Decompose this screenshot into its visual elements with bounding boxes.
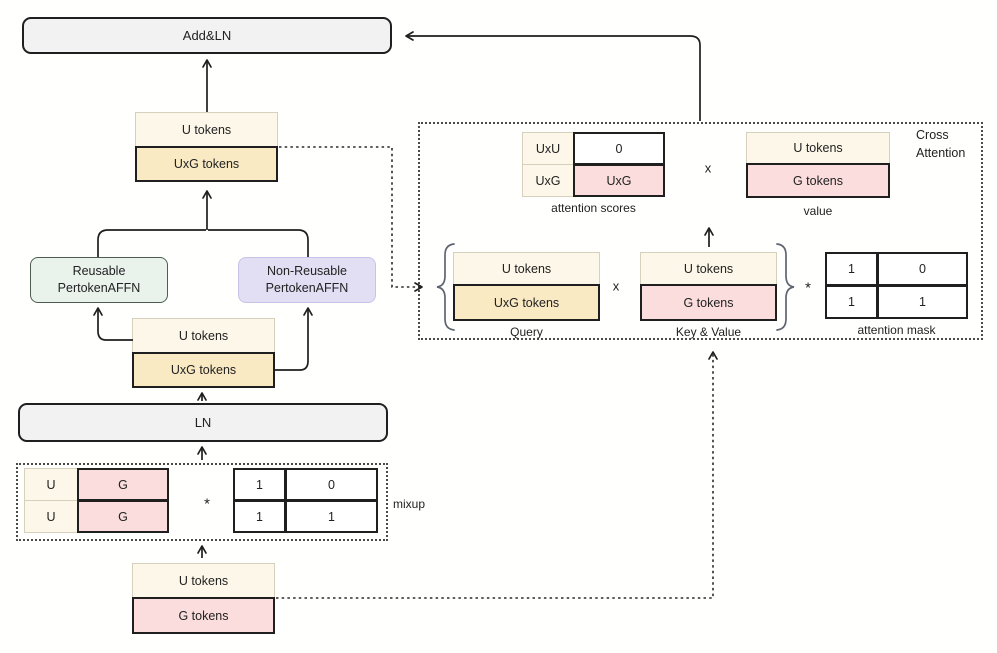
attention-scores-matrix: UxU 0 UxG UxG xyxy=(522,132,665,197)
matrix-cell: G xyxy=(77,468,169,501)
token-stack-bottom: U tokens G tokens xyxy=(132,563,275,634)
mixup-token-matrix: U G U G xyxy=(24,468,169,533)
matrix-cell: 0 xyxy=(285,468,378,501)
token-row-g: G tokens xyxy=(640,284,777,321)
token-row-g: G tokens xyxy=(746,163,890,198)
query-label: Query xyxy=(510,325,543,339)
key-value-label: Key & Value xyxy=(675,325,742,339)
ln-label: LN xyxy=(194,415,212,430)
mask-multiply-operator: * xyxy=(805,279,811,297)
token-row-label: U tokens xyxy=(178,328,229,343)
matrix-cell: 1 xyxy=(233,500,286,533)
token-stack-mid: U tokens UxG tokens xyxy=(132,318,275,388)
non-reusable-affn-block: Non-Reusable PertokenAFFN xyxy=(238,257,376,303)
add-ln-block: Add&LN xyxy=(22,17,392,54)
query-stack: U tokens UxG tokens xyxy=(453,252,600,321)
token-row-u: U tokens xyxy=(746,132,890,164)
token-row-u: U tokens xyxy=(453,252,600,285)
token-row-u: U tokens xyxy=(132,563,275,598)
cross-attention-title: Cross Attention xyxy=(916,128,966,161)
attention-mask-matrix: 1 0 1 1 xyxy=(825,252,968,319)
matrix-cell: 1 xyxy=(285,500,378,533)
matrix-cell: UxG xyxy=(573,164,665,197)
key-value-stack: U tokens G tokens xyxy=(640,252,777,321)
token-row-g: G tokens xyxy=(132,597,275,634)
arrow-stackmid-to-nonreusable xyxy=(274,307,313,371)
matmul-x-operator-top: x xyxy=(704,160,712,176)
token-stack-top: U tokens UxG tokens xyxy=(135,112,278,182)
affn-line1: Reusable xyxy=(72,263,126,278)
value-stack: U tokens G tokens xyxy=(746,132,890,198)
token-row-u: U tokens xyxy=(640,252,777,285)
token-row-u: U tokens xyxy=(135,112,278,147)
matrix-cell: 0 xyxy=(573,132,665,165)
matrix-cell: 0 xyxy=(877,252,968,286)
matrix-cell: G xyxy=(77,500,169,533)
matrix-cell: U xyxy=(24,468,78,501)
ln-block: LN xyxy=(18,403,388,442)
matrix-cell: UxU xyxy=(522,132,574,165)
matmul-x-operator-bottom: x xyxy=(612,278,620,294)
matrix-cell: 1 xyxy=(825,285,878,319)
token-row-label: G tokens xyxy=(178,608,229,623)
affn-line2: PertokenAFFN xyxy=(265,281,349,295)
matrix-cell: UxG xyxy=(522,164,574,197)
connector-reusable-up xyxy=(97,229,206,257)
matrix-cell: 1 xyxy=(877,285,968,319)
affn-line1: Non-Reusable xyxy=(267,263,347,278)
token-row-uxg: UxG tokens xyxy=(453,284,600,321)
mixup-mask-matrix: 1 0 1 1 xyxy=(233,468,378,533)
token-row-uxg: UxG tokens xyxy=(132,352,275,388)
token-row-label: U tokens xyxy=(181,122,232,137)
token-row-label: UxG tokens xyxy=(170,363,237,377)
matrix-cell: 1 xyxy=(233,468,286,501)
matrix-cell: U xyxy=(24,500,78,533)
arrow-stackmid-to-reusable xyxy=(93,307,133,341)
attention-scores-label: attention scores xyxy=(551,201,636,215)
connector-nonreusable-up xyxy=(208,229,309,257)
token-row-label: UxG tokens xyxy=(173,157,240,171)
reusable-affn-block: Reusable PertokenAFFN xyxy=(30,257,168,303)
mixup-label: mixup xyxy=(393,497,426,511)
arrow-crossattn-to-addln xyxy=(405,31,701,121)
mixup-multiply-operator: * xyxy=(204,495,210,513)
value-label: value xyxy=(803,204,833,218)
attention-mask-label: attention mask xyxy=(857,323,936,337)
affn-line2: PertokenAFFN xyxy=(57,281,141,295)
token-row-uxg: UxG tokens xyxy=(135,146,278,182)
token-row-label: U tokens xyxy=(178,573,229,588)
add-ln-label: Add&LN xyxy=(182,28,232,43)
token-row-u: U tokens xyxy=(132,318,275,353)
matrix-cell: 1 xyxy=(825,252,878,286)
